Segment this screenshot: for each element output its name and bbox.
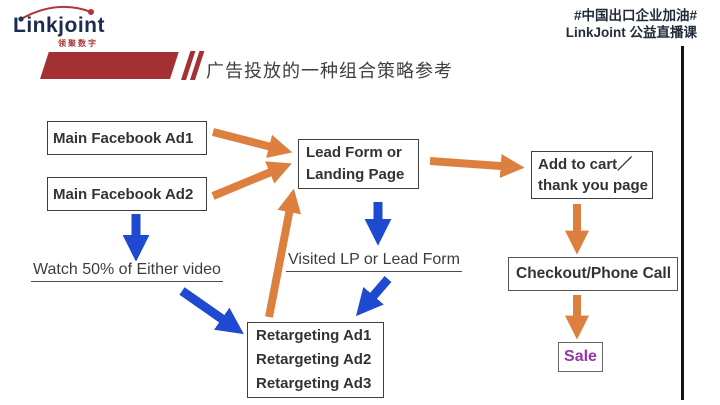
vertical-divider [681, 46, 684, 400]
node-label-line2: Landing Page [306, 166, 405, 183]
node-label: Sale [564, 348, 597, 365]
node-label-line1: Lead Form or [306, 144, 402, 161]
node-lead-form-landing-page: Lead Form or Landing Page [298, 139, 419, 189]
flow-arrow [211, 161, 292, 200]
node-label-line3: Retargeting Ad3 [256, 375, 372, 392]
brand-subtitle: 领聚数字 [58, 39, 98, 48]
logo-arc-icon [18, 5, 94, 22]
header-tagline: #中国出口企业加油# LinkJoint 公益直播课 [566, 7, 697, 41]
node-label-line1: Add to cart／ [538, 156, 633, 173]
node-checkout-phone-call: Checkout/Phone Call [508, 257, 678, 291]
node-sale: Sale [558, 342, 603, 372]
node-main-facebook-ad1: Main Facebook Ad1 [47, 121, 207, 155]
node-main-facebook-ad2: Main Facebook Ad2 [47, 177, 207, 211]
node-label-line1: Retargeting Ad1 [256, 327, 372, 344]
section-banner-bar [40, 52, 179, 79]
node-label: Main Facebook Ad2 [53, 185, 194, 203]
node-retargeting-ads: Retargeting Ad1 Retargeting Ad2 Retarget… [247, 322, 384, 398]
tagline-line2: LinkJoint 公益直播课 [565, 25, 697, 40]
flow-arrow [429, 154, 525, 178]
node-label-line2: Retargeting Ad2 [256, 351, 372, 368]
section-title: 广告投放的一种组合策略参考 [206, 61, 453, 81]
logo: Linkjoint 领聚数字 [12, 4, 122, 48]
flow-arrow [355, 276, 392, 317]
node-label-line2: thank you page [538, 177, 649, 194]
tagline-line1: #中国出口企业加油# [573, 8, 697, 23]
flow-arrow [179, 287, 244, 335]
brand-name: Linkjoint [13, 14, 105, 37]
label-watch-50-percent: Watch 50% of Either video [31, 261, 223, 282]
flow-arrow [212, 128, 293, 159]
node-add-to-cart-thank-you: Add to cart／ thank you page [531, 151, 653, 199]
node-label: Checkout/Phone Call [516, 265, 672, 282]
node-label: Main Facebook Ad1 [53, 129, 194, 147]
label-visited-lp-lead-form: Visited LP or Lead Form [286, 251, 462, 272]
